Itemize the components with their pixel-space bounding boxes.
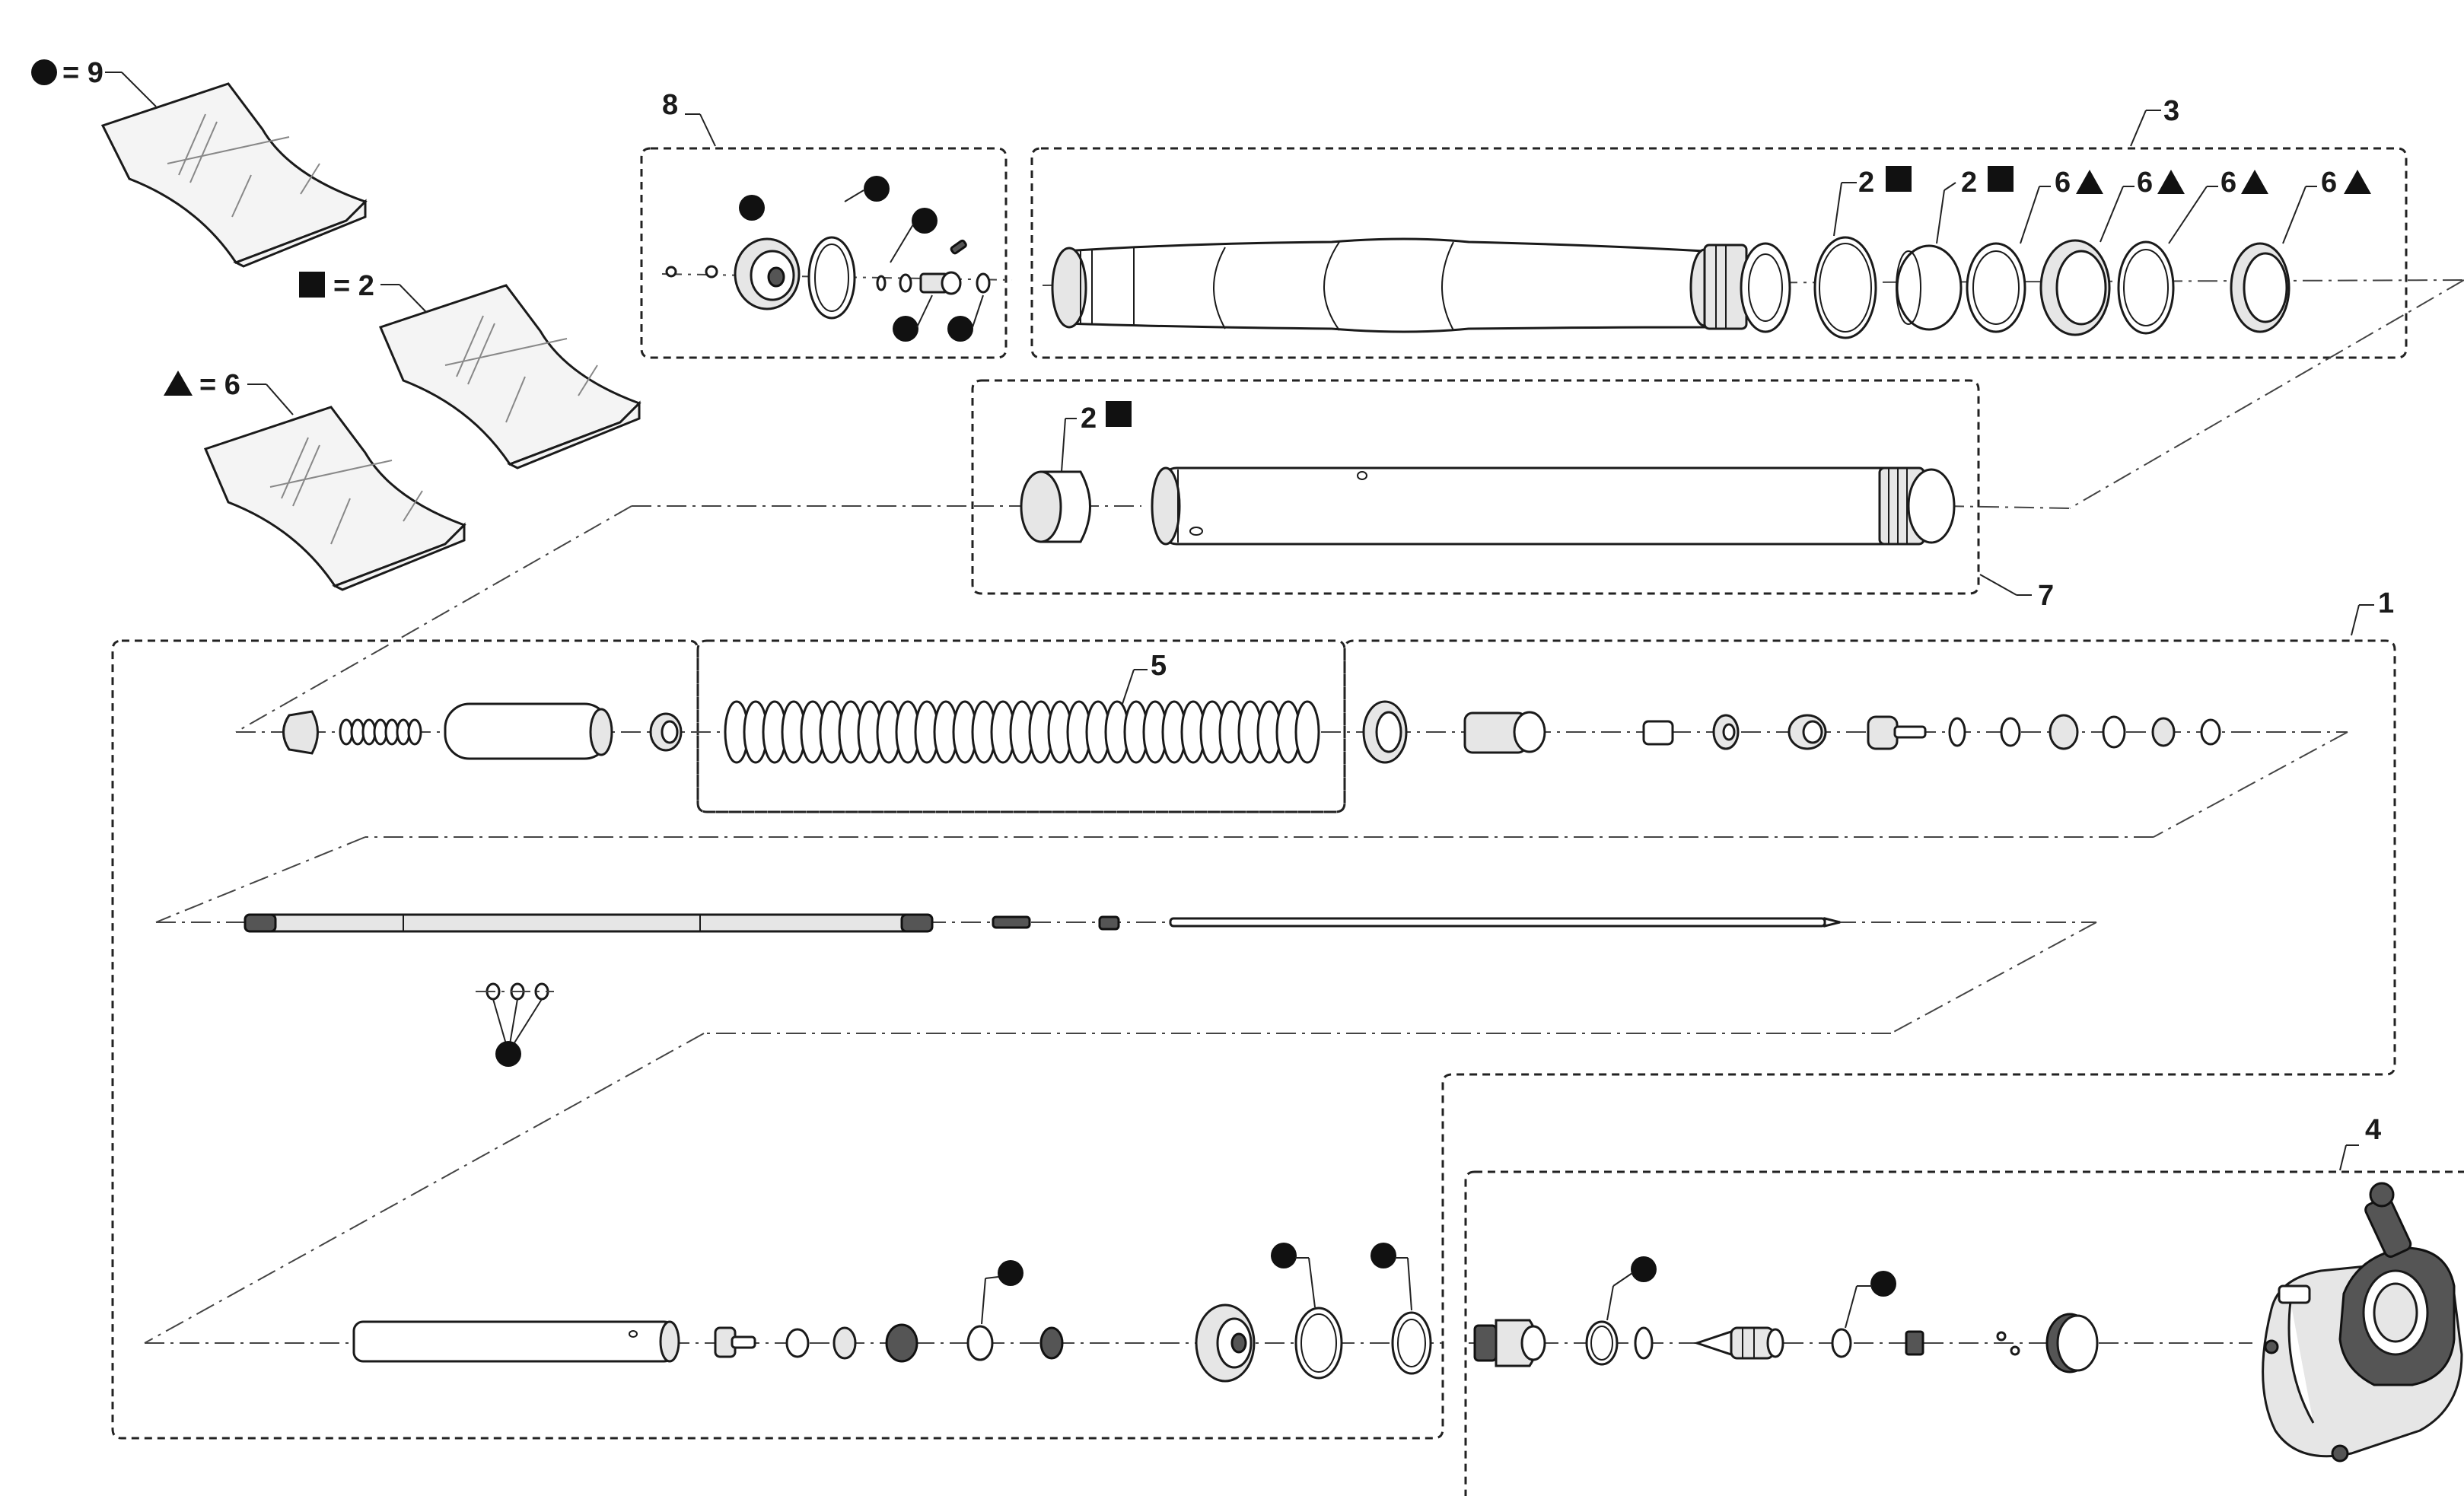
circle-marker-icon [1870,1271,1896,1297]
circle-marker-icon [1271,1243,1297,1268]
group-3: 3 2 2 6 [1030,95,2464,509]
group-8: 8 [640,89,1013,359]
square-marker-icon [1886,166,1912,192]
callout-7: 7 [2038,580,2054,612]
bag-icon [203,406,466,591]
callout-2b: 2 [1961,167,1977,199]
group-4: 4 [1464,1114,2464,1496]
square-marker-icon [1106,401,1132,427]
callout-6c: 6 [2220,167,2236,199]
callout-5: 5 [1151,650,1167,682]
callout-6b: 6 [2137,167,2153,199]
circle-marker-icon [739,195,765,221]
group-1: 1 5 [111,587,2396,1440]
callout-2c: 2 [1081,403,1097,434]
circle-marker-icon [495,1041,521,1067]
circle-marker-icon [998,1260,1023,1286]
triangle-marker-icon [2344,170,2371,194]
triangle-marker-icon [2076,170,2103,194]
callout-8: 8 [662,89,678,121]
legend-triangle-label: = 6 [199,369,240,401]
lever-housing [2262,1182,2463,1463]
legend-square-label: = 2 [333,270,374,302]
circle-marker-icon [1370,1243,1396,1268]
circle-marker-icon [912,208,938,234]
square-marker-icon [1988,166,2014,192]
bag-icon [100,82,368,268]
small-spring [339,718,422,746]
circle-marker-icon [31,59,57,85]
callout-4: 4 [2365,1114,2381,1146]
circle-marker-icon [1631,1256,1657,1282]
callout-3: 3 [2163,95,2179,127]
circle-marker-icon [864,176,890,202]
callout-2a: 2 [1858,167,1874,199]
triangle-marker-icon [2241,170,2268,194]
main-spring [724,700,1320,764]
square-marker-icon [299,272,325,298]
triangle-marker-icon [164,371,193,396]
legend-circle-label: = 9 [62,57,103,89]
legend: = 9 = 2 = 6 [31,57,427,415]
circle-marker-icon [893,316,918,342]
triangle-marker-icon [2157,170,2185,194]
callout-6a: 6 [2055,167,2071,199]
callout-1: 1 [2378,587,2394,619]
circle-marker-icon [947,316,973,342]
group-7: 7 2 [235,379,2071,733]
callout-6d: 6 [2321,167,2337,199]
bag-icon [378,284,641,469]
